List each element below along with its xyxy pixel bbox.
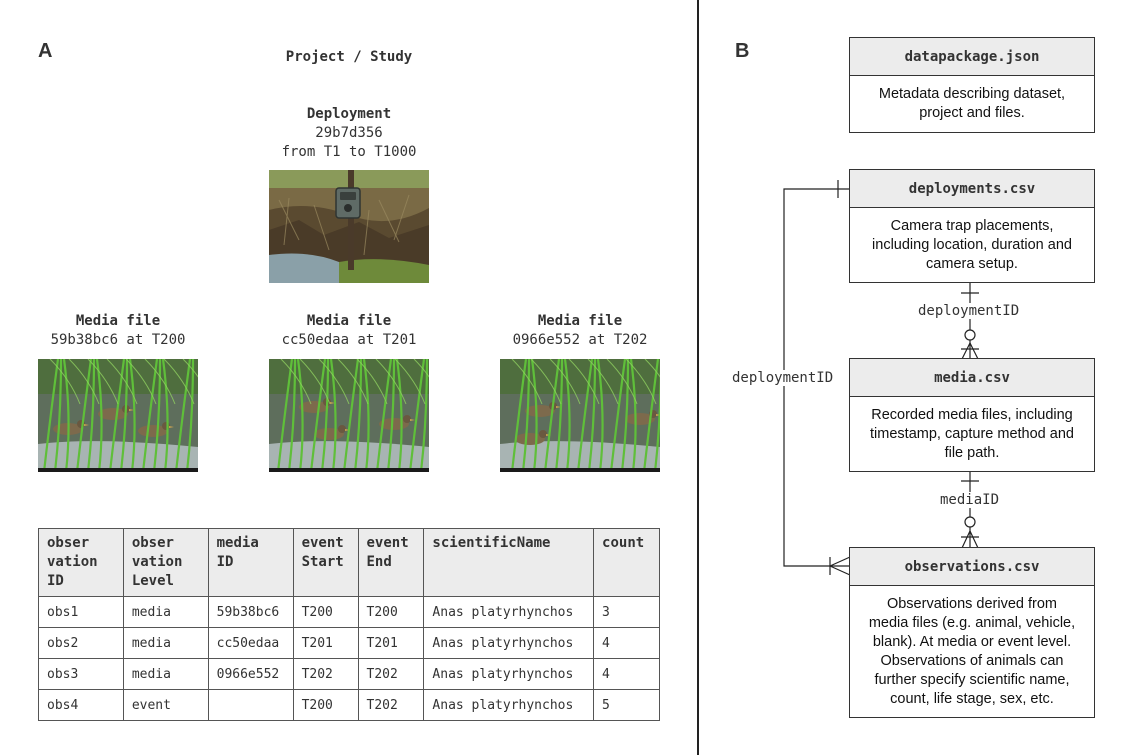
table-cell: 5 [593,689,660,721]
table-cell: Anas platyrhynchos [423,627,595,659]
deployment-range: from T1 to T1000 [281,144,417,160]
datapackage-box: datapackage.json Metadata describing dat… [849,37,1095,133]
deployments-title: deployments.csv [850,170,1094,208]
deployment-title: Deployment [306,106,392,122]
table-cell: 0966e552 [207,658,294,690]
media-photo-1 [38,359,198,472]
table-cell: T201 [357,627,425,659]
observations-box: observations.csv Observations derived fr… [849,547,1095,718]
project-title: Project / Study [285,49,413,65]
table-cell [207,689,294,721]
table-cell: Anas platyrhynchos [423,596,595,628]
media-file-label-2: Media file cc50edaa at T201 [281,313,417,348]
table-cell: media [122,658,209,690]
panel-a-label: A [38,40,53,62]
table-cell: 4 [593,627,660,659]
table-cell: event [122,689,209,721]
table-cell: 59b38bc6 [207,596,294,628]
table-cell: cc50edaa [207,627,294,659]
relation-label-deployment-media: deploymentID [918,303,1020,319]
table-cell: T200 [292,689,359,721]
media-file-label-1: Media file 59b38bc6 at T200 [50,313,186,348]
observations-description: Observations derived from media files (e… [868,595,1076,707]
deployments-description: Camera trap placements,including locatio… [872,217,1072,272]
table-cell: media [122,627,209,659]
table-cell: Anas platyrhynchos [423,689,595,721]
table-cell: obs4 [38,689,124,721]
panel-divider [697,0,699,755]
relation-label-deployment-observations: deploymentID [730,370,836,386]
table-cell: T200 [357,596,425,628]
table-cell: T200 [292,596,359,628]
relation-label-media-observations: mediaID [940,492,1000,508]
panel-b-label: B [735,40,750,62]
media-file-label-3: Media file 0966e552 at T202 [512,313,648,348]
media-box: media.csv Recorded media files, includin… [849,358,1095,472]
deployment-id: 29b7d356 [315,125,383,141]
media-photo-2 [269,359,429,472]
deployment-label: Deployment 29b7d356 from T1 to T1000 [199,105,499,162]
table-cell: obs3 [38,658,124,690]
table-cell: T202 [292,658,359,690]
deployment-photo [269,170,429,283]
media-title: media.csv [850,359,1094,397]
datapackage-description: Metadata describing dataset,project and … [878,86,1066,121]
observations-title: observations.csv [850,548,1094,586]
deployments-box: deployments.csv Camera trap placements,i… [849,169,1095,283]
table-cell: media [122,596,209,628]
datapackage-title: datapackage.json [850,38,1094,76]
table-cell: T202 [357,658,425,690]
media-photo-3 [500,359,660,472]
table-cell: T202 [357,689,425,721]
